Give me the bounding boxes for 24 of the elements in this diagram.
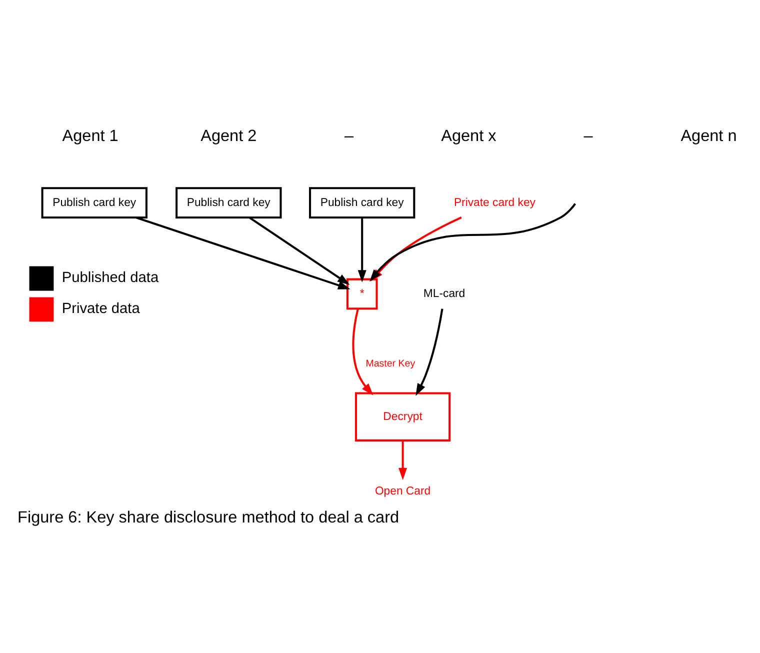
node-box: Publish card key [176,187,282,218]
label: – [344,126,354,145]
node-box: Publish card key [41,187,148,218]
node-text: Open Card [374,486,431,498]
edge-label: Master Key [366,358,416,370]
arrow [416,308,444,396]
caption: Figure 6: Key share disclosure method to deal a card [18,508,400,527]
arrow [248,216,350,285]
legend-label: Published data [62,270,159,286]
label: Agent 2 [200,126,257,145]
arrow [352,308,374,396]
node-box: Decrypt [354,392,451,442]
label: Agent n [680,126,737,145]
node-text: ML-card [423,288,466,300]
label: Agent x [441,126,496,145]
label: Agent 1 [62,126,118,145]
legend-label: Private data [62,300,140,317]
node-box: * [346,278,378,310]
arrow [136,216,350,290]
label: – [584,126,593,145]
node-box: Publish card key [309,187,416,218]
arrow [358,218,366,282]
node-text: Private card key [454,196,536,209]
arrow [398,440,408,480]
